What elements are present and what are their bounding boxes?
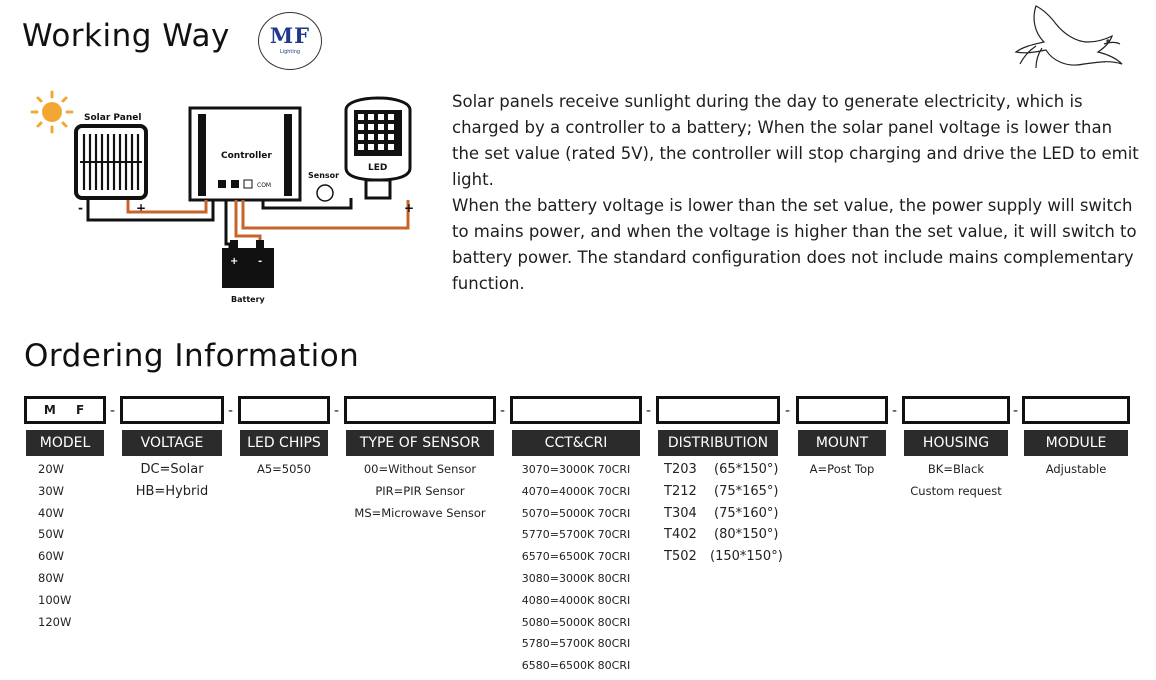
working-diagram: Solar Panel - + Controller COM — [30, 90, 414, 304]
order-header-row: MODEL VOLTAGE LED CHIPS TYPE OF SENSOR C… — [0, 430, 1156, 456]
list-item: 5780=5700K 80CRI — [521, 637, 631, 651]
list-item: 4080=4000K 80CRI — [521, 593, 631, 607]
battery-icon: + - — [222, 240, 274, 288]
distribution-list: T203(65*150°) T212(75*165°) T304(75*160°… — [664, 459, 788, 568]
voltage-list: DC=Solar HB=Hybrid — [122, 459, 222, 503]
dove-icon — [1014, 5, 1123, 69]
list-item: PIR=PIR Sensor — [375, 483, 465, 498]
code-box-led-chips — [238, 396, 330, 424]
description-paragraph-1: Solar panels receive sunlight during the… — [452, 92, 1139, 189]
header-distribution: DISTRIBUTION — [658, 430, 778, 456]
code-box-cct — [510, 396, 642, 424]
order-code-row: M F - - - - - - - - — [0, 396, 1156, 426]
list-item: 50W — [38, 527, 65, 542]
description-paragraph-2: When the battery voltage is lower than t… — [452, 196, 1137, 293]
model-list: 20W 30W 40W 50W 60W 80W 100W 120W — [38, 459, 78, 633]
controller-icon — [188, 106, 302, 202]
list-item: 00=Without Sensor — [363, 462, 477, 476]
sensor-label: Sensor — [308, 171, 339, 180]
mount-list: A=Post Top — [794, 459, 890, 481]
svg-text:+: + — [404, 201, 414, 215]
svg-text:COM: COM — [257, 182, 271, 189]
list-item: 100W — [38, 592, 72, 607]
list-item: Custom request — [910, 483, 1002, 498]
header-housing: HOUSING — [904, 430, 1008, 456]
cct-cri-list: 3070=3000K 70CRI 4070=4000K 70CRI 5070=5… — [508, 459, 644, 677]
working-description: Solar panels receive sunlight during the… — [452, 89, 1142, 297]
list-item: BK=Black — [927, 462, 985, 476]
solar-panel-icon — [74, 124, 148, 200]
list-item: 5070=5000K 70CRI — [521, 506, 631, 520]
code-box-housing — [902, 396, 1010, 424]
list-item: T402(80*150°) — [664, 527, 779, 543]
housing-list: BK=Black Custom request — [900, 459, 1012, 503]
list-item: 6580=6500K 80CRI — [521, 659, 631, 673]
list-item: 5770=5700K 70CRI — [521, 528, 631, 542]
list-item: A5=5050 — [256, 462, 312, 476]
svg-text:+: + — [230, 256, 238, 267]
list-item: 30W — [38, 483, 65, 498]
header-model: MODEL — [26, 430, 104, 456]
ordering-information-title: Ordering Information — [24, 338, 360, 374]
logo-sub: Lighting — [279, 49, 301, 55]
mf-logo: MF Lighting — [258, 12, 322, 70]
sensor-icon — [316, 184, 334, 202]
list-item: 80W — [38, 570, 65, 585]
svg-text:-: - — [345, 201, 350, 215]
working-way-title: Working Way — [22, 18, 230, 54]
list-item: T304(75*160°) — [664, 505, 779, 521]
list-item: DC=Solar — [140, 462, 204, 477]
list-item: Adjustable — [1045, 462, 1107, 476]
code-box-voltage — [120, 396, 224, 424]
header-led-chips: LED CHIPS — [240, 430, 328, 456]
sun-icon — [30, 90, 74, 134]
battery-label: Battery — [231, 295, 266, 304]
list-item: HB=Hybrid — [135, 483, 209, 499]
code-box-mount — [796, 396, 888, 424]
list-item: MS=Microwave Sensor — [354, 505, 486, 520]
logo-mark: MF — [269, 23, 311, 48]
led-chips-list: A5=5050 — [240, 459, 328, 481]
list-item: 120W — [38, 614, 72, 629]
list-item: 60W — [38, 549, 65, 564]
svg-text:+: + — [136, 201, 146, 215]
list-item: T502(150*150°) — [664, 549, 783, 565]
list-item: A=Post Top — [809, 462, 875, 476]
sensor-list: 00=Without Sensor PIR=PIR Sensor MS=Micr… — [342, 459, 498, 524]
module-list: Adjustable — [1022, 459, 1130, 481]
led-label: LED — [368, 163, 387, 173]
code-box-distribution — [656, 396, 780, 424]
led-lamp-icon — [344, 96, 412, 200]
list-item: T203(65*150°) — [664, 462, 779, 477]
list-item: 5080=5000K 80CRI — [521, 615, 631, 629]
solar-panel-label: Solar Panel — [84, 113, 141, 123]
list-item: 4070=4000K 70CRI — [521, 484, 631, 498]
svg-text:-: - — [78, 201, 83, 215]
header-type-of-sensor: TYPE OF SENSOR — [346, 430, 494, 456]
header-cct-cri: CCT&CRI — [512, 430, 640, 456]
controller-label: Controller — [221, 151, 272, 161]
list-item: T212(75*165°) — [664, 483, 779, 499]
header-module: MODULE — [1024, 430, 1128, 456]
list-item: 40W — [38, 505, 65, 520]
svg-text:-: - — [258, 256, 262, 267]
list-item: 3070=3000K 70CRI — [521, 463, 631, 476]
header-mount: MOUNT — [798, 430, 886, 456]
code-box-module — [1022, 396, 1130, 424]
list-item: 6570=6500K 70CRI — [521, 550, 631, 564]
code-box-sensor — [344, 396, 496, 424]
code-box-model: M F — [24, 396, 106, 424]
list-item: 20W — [38, 462, 65, 476]
list-item: 3080=3000K 80CRI — [521, 571, 631, 585]
header-voltage: VOLTAGE — [122, 430, 222, 456]
